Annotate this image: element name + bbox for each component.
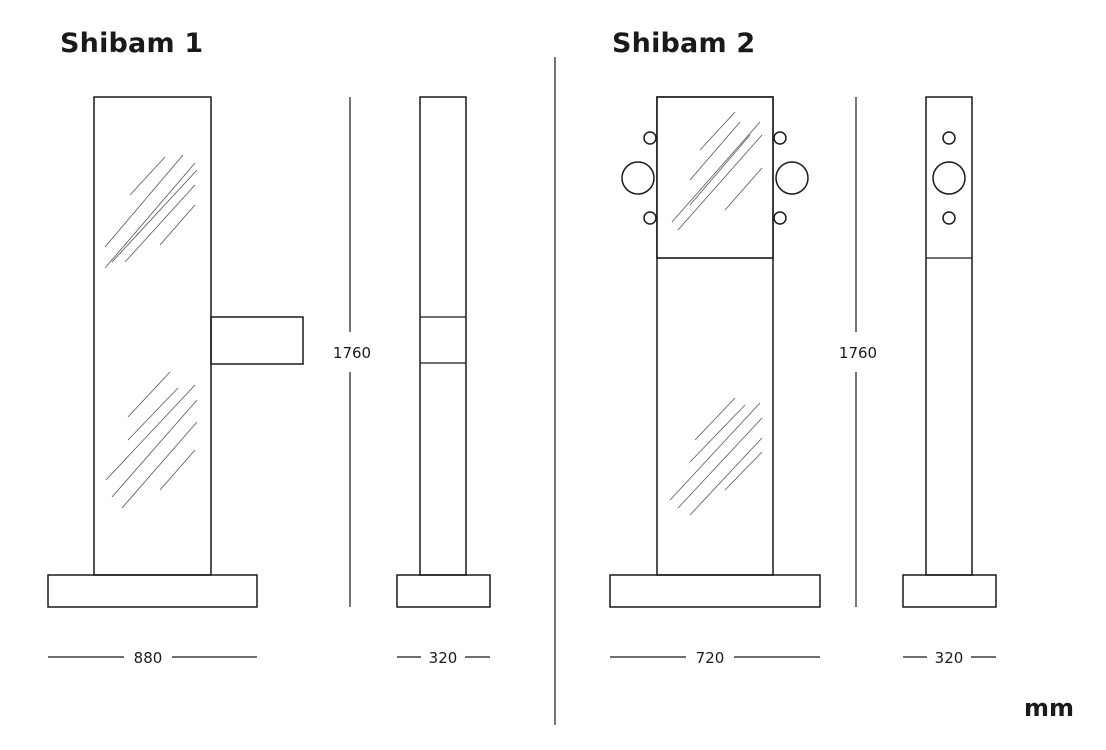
shibam-2-side-column: [925, 96, 973, 576]
shibam-2-right-hooks: [773, 131, 809, 225]
shibam-1-width-label: 880: [134, 649, 163, 667]
shibam-2-upper-glass-hatch: [671, 111, 763, 231]
shibam-2-left-hooks: [621, 131, 657, 225]
shibam-2-width-label: 720: [696, 649, 725, 667]
shibam-1-front-column: [93, 96, 212, 576]
shibam-1-shelf: [210, 316, 304, 365]
units-label: mm: [1023, 694, 1074, 722]
shibam-2-lower-glass-hatch: [669, 397, 763, 516]
shibam-2-front-base: [609, 574, 821, 608]
shibam-1-front-base: [47, 574, 258, 608]
shibam-2-height-label: 1760: [839, 344, 877, 362]
shibam-1-title: Shibam 1: [60, 28, 204, 59]
shibam-1-front-view: [47, 96, 304, 608]
shibam-2-side-hole-bottom: [942, 211, 956, 225]
shibam-2-side-view: [902, 96, 997, 608]
shibam-1-side-column: [419, 96, 467, 576]
shibam-2-side-base: [902, 574, 997, 608]
shibam-2-side-width-label: 320: [935, 649, 964, 667]
shibam-2-front-view: [609, 96, 821, 608]
shibam-1-side-view: [396, 96, 491, 608]
shibam-1-side-base: [396, 574, 491, 608]
shibam-2-side-hole-top: [942, 131, 956, 145]
shibam-1-upper-glass-hatch: [104, 154, 198, 269]
shibam-1-lower-glass-hatch: [105, 371, 198, 509]
shibam-2-title: Shibam 2: [612, 28, 756, 59]
shibam-2-side-hole-middle: [932, 161, 966, 195]
shibam-1-side-width-label: 320: [429, 649, 458, 667]
shibam-1-height-label: 1760: [333, 344, 371, 362]
